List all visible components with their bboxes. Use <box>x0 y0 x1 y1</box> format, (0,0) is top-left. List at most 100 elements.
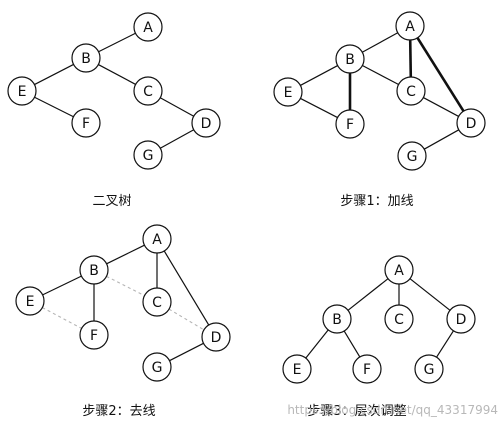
node-circle <box>191 108 221 138</box>
node-circle <box>71 43 101 73</box>
node-a: A <box>142 224 172 254</box>
caption-binary-tree: 二叉树 <box>92 194 131 209</box>
edge-b-c <box>106 275 145 297</box>
node-label: B <box>81 51 91 67</box>
caption-step1: 步骤1：加线 <box>340 194 413 209</box>
edge-a-b <box>106 244 145 265</box>
node-f: F <box>335 109 365 139</box>
edge-c-d <box>159 97 195 117</box>
edge-a-d <box>416 37 465 112</box>
node-label: A <box>143 20 153 36</box>
edge-d-g <box>159 129 195 149</box>
node-label: G <box>152 360 163 376</box>
node-circle <box>352 354 382 384</box>
node-circle <box>384 304 414 334</box>
node-e: E <box>15 286 45 316</box>
node-label: D <box>466 116 477 132</box>
node-g: G <box>133 140 163 170</box>
node-d: D <box>456 108 486 138</box>
edge-b-c <box>362 64 399 86</box>
node-c: C <box>133 76 163 106</box>
node-label: C <box>152 295 162 311</box>
node-d: D <box>201 322 231 352</box>
caption-step3: 步骤3：层次调整 <box>307 403 406 419</box>
edge-c-d <box>423 97 459 117</box>
edge-c-d <box>168 308 205 331</box>
edge-d-g <box>169 342 204 362</box>
edge-b-f <box>343 330 361 358</box>
panel-step3-adjust-levels: A B C D E F G <box>282 255 476 384</box>
node-label: E <box>18 84 27 100</box>
node-circle <box>133 12 163 42</box>
node-circle <box>322 304 352 334</box>
node-e: E <box>273 77 303 107</box>
node-a: A <box>133 12 163 42</box>
node-label: D <box>456 312 467 328</box>
node-circle <box>335 44 365 74</box>
node-d: D <box>446 304 476 334</box>
node-d: D <box>191 108 221 138</box>
watermark-text: https://blog.csdn.net/qq_43317994 <box>287 403 498 417</box>
edge-a-d <box>163 250 210 326</box>
node-label: B <box>345 52 355 68</box>
node-circle <box>273 77 303 107</box>
node-c: C <box>384 304 414 334</box>
node-circle <box>142 352 172 382</box>
node-circle <box>414 354 444 384</box>
node-g: G <box>397 141 427 171</box>
node-circle <box>79 255 109 285</box>
node-label: E <box>293 362 302 378</box>
node-label: C <box>143 84 153 100</box>
node-circle <box>456 108 486 138</box>
node-label: A <box>152 232 162 248</box>
node-b: B <box>335 44 365 74</box>
node-circle <box>335 109 365 139</box>
node-circle <box>142 224 172 254</box>
node-label: C <box>394 312 404 328</box>
node-c: C <box>396 76 426 106</box>
node-f: F <box>71 108 101 138</box>
edge-d-g <box>423 129 460 150</box>
node-f: F <box>79 320 109 350</box>
edge-a-b <box>347 278 389 311</box>
node-label: B <box>89 263 99 279</box>
node-a: A <box>384 255 414 285</box>
edge-a-d <box>409 278 451 311</box>
node-circle <box>384 255 414 285</box>
edge-e-f <box>300 97 338 119</box>
edge-e-f <box>42 307 82 329</box>
node-circle <box>142 287 172 317</box>
node-circle <box>15 286 45 316</box>
edge-e-f <box>34 96 74 118</box>
edge-b-e <box>300 65 338 86</box>
caption-step2: 步骤2：去线 <box>82 404 155 419</box>
edge-b-e <box>42 275 82 296</box>
node-label: F <box>90 328 98 344</box>
node-a: A <box>395 11 425 41</box>
node-circle <box>71 108 101 138</box>
node-label: A <box>394 263 404 279</box>
node-g: G <box>414 354 444 384</box>
edge-b-c <box>98 64 136 85</box>
node-circle <box>133 140 163 170</box>
node-g: G <box>142 352 172 382</box>
panel-step1-add-lines: A B C D E F G <box>273 11 486 171</box>
node-circle <box>395 11 425 41</box>
edge-d-g <box>436 330 454 358</box>
node-label: D <box>201 116 212 132</box>
node-circle <box>397 141 427 171</box>
node-circle <box>282 354 312 384</box>
node-label: F <box>346 117 354 133</box>
edge-b-e <box>34 63 74 86</box>
node-f: F <box>352 354 382 384</box>
node-b: B <box>71 43 101 73</box>
node-circle <box>79 320 109 350</box>
node-label: G <box>424 362 435 378</box>
edge-b-e <box>305 329 329 359</box>
node-label: E <box>284 85 293 101</box>
node-b: B <box>322 304 352 334</box>
node-label: B <box>332 312 342 328</box>
edge-a-b <box>98 32 136 53</box>
node-circle <box>201 322 231 352</box>
